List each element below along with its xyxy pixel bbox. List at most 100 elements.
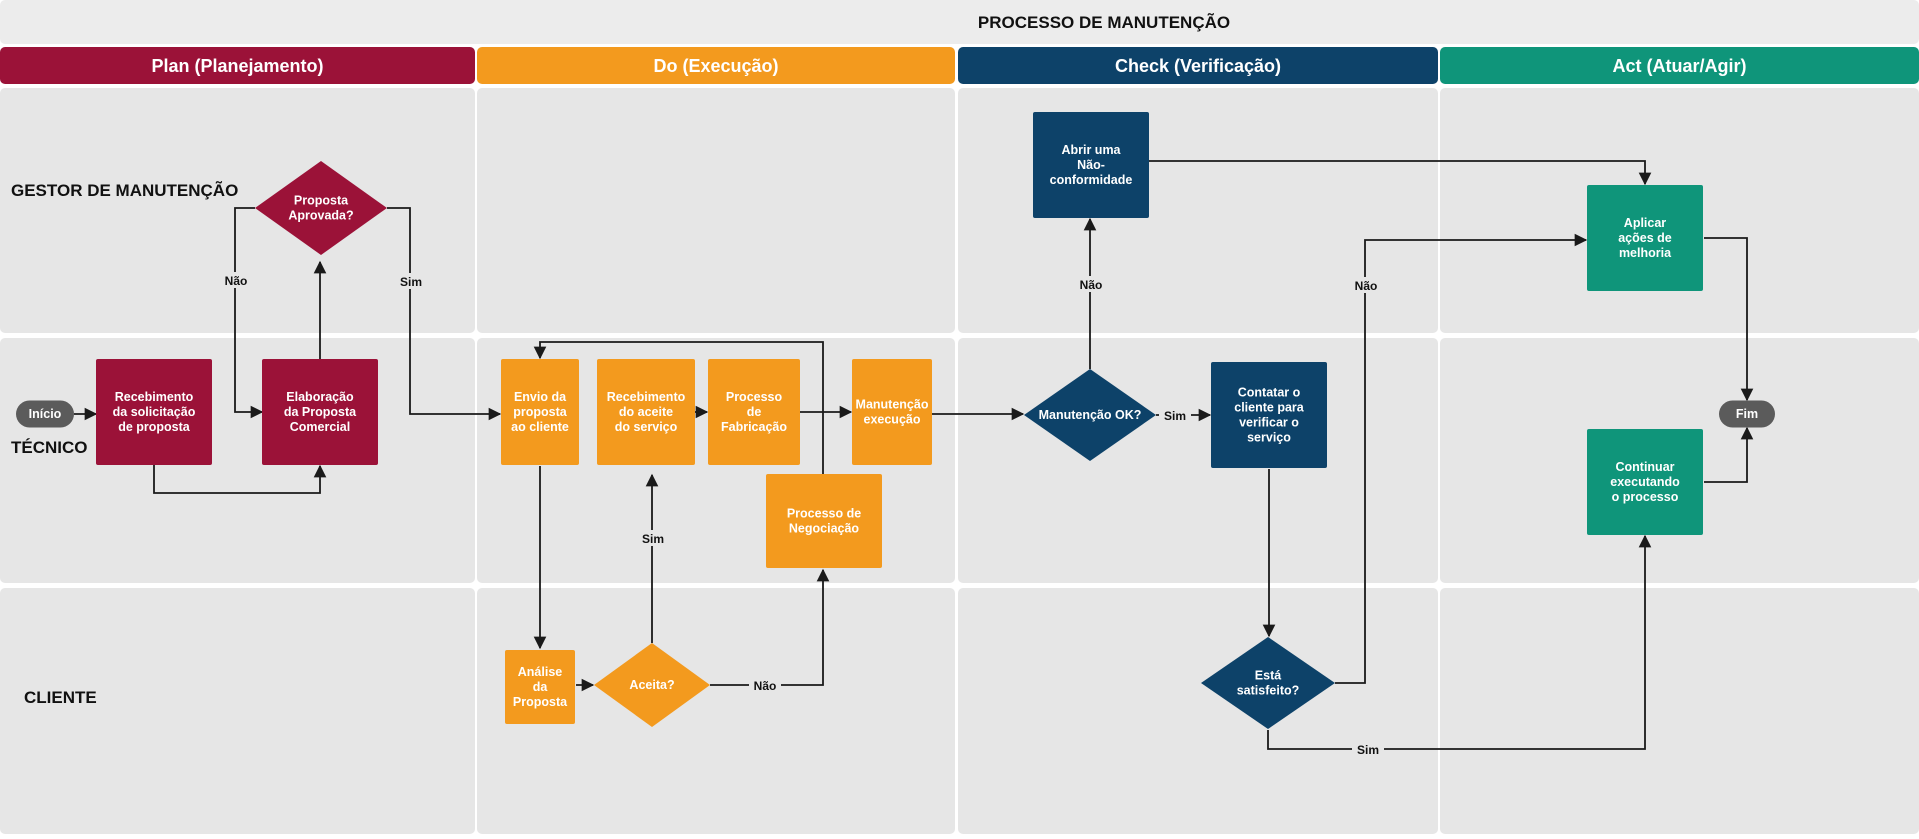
node-label: melhoria <box>1619 246 1672 260</box>
terminal-shape <box>1719 400 1775 428</box>
node-label: do aceite <box>619 405 673 419</box>
phase-header-bar <box>958 47 1438 84</box>
process-shape <box>96 359 212 465</box>
node-label: ações de <box>1618 231 1672 245</box>
terminal-shape <box>16 400 74 428</box>
edge-recebimento-solicitacao-to-elaboracao-proposta <box>153 464 327 494</box>
phase-label: Plan (Planejamento) <box>151 56 323 76</box>
lane-cell <box>958 588 1438 834</box>
edge-label: Não <box>225 274 248 288</box>
decision-shape <box>255 161 387 255</box>
edge-label-bg <box>1352 741 1384 757</box>
edge-continuar-executando-to-fim <box>1704 426 1754 483</box>
node-fim: Fim <box>1719 400 1775 428</box>
edge-manutencao-ok-to-abrir-nao-conformidade: Não <box>1075 217 1107 369</box>
edge-abrir-nao-conformidade-to-aplicar-acoes <box>1149 160 1652 186</box>
edge-label: Não <box>754 679 777 693</box>
node-label: Contatar o <box>1238 386 1301 400</box>
node-label: Envio da <box>514 390 567 404</box>
phase-header-bar <box>1440 47 1919 84</box>
phase-header-do: Do (Execução) <box>477 47 955 84</box>
edge-label: Não <box>1355 279 1378 293</box>
edge-label-bg <box>220 272 252 288</box>
node-label: Não- <box>1077 158 1105 172</box>
node-label: Manutenção <box>856 398 929 412</box>
node-aceita: Aceita? <box>594 643 710 727</box>
node-label: da Proposta <box>284 405 357 419</box>
node-label: Recebimento <box>115 390 194 404</box>
node-label: Negociação <box>789 522 860 536</box>
node-label: serviço <box>1247 431 1291 445</box>
edge-processo-negociacao-to-envio-proposta <box>533 341 824 474</box>
connector-arrow <box>710 568 830 686</box>
node-inicio: Início <box>16 400 74 428</box>
node-label: Início <box>29 407 62 421</box>
node-label: Proposta <box>294 194 349 208</box>
node-label: da solicitação <box>113 405 196 419</box>
node-label: o processo <box>1612 490 1679 504</box>
node-label: Proposta <box>513 695 568 709</box>
edge-aplicar-acoes-to-fim <box>1704 237 1754 402</box>
phase-label: Act (Atuar/Agir) <box>1613 56 1747 76</box>
node-label: Aprovada? <box>288 209 353 223</box>
node-label: Elaboração <box>286 390 354 404</box>
phase-label: Do (Execução) <box>653 56 778 76</box>
process-shape <box>1211 362 1327 468</box>
edge-label: Sim <box>1357 743 1379 757</box>
node-label: Processo <box>726 390 783 404</box>
decision-shape <box>1201 637 1335 729</box>
connector-arrow <box>1335 233 1588 684</box>
process-shape <box>1033 112 1149 218</box>
lane-cell <box>477 588 955 834</box>
node-label: Análise <box>518 665 563 679</box>
node-label: Aceita? <box>629 678 674 692</box>
node-label: ao cliente <box>511 420 569 434</box>
process-shape <box>1587 185 1703 291</box>
edge-label-bg <box>1350 277 1382 293</box>
lane-label-cliente: CLIENTE <box>24 688 97 707</box>
phase-header-act: Act (Atuar/Agir) <box>1440 47 1919 84</box>
node-label: de proposta <box>118 420 191 434</box>
connector-arrow <box>387 207 502 421</box>
node-label: Processo de <box>787 507 861 521</box>
phase-header-check: Check (Verificação) <box>958 47 1438 84</box>
edge-manutencao-ok-to-contatar-cliente: Sim <box>1156 407 1212 423</box>
diagram-title: PROCESSO DE MANUTENÇÃO <box>978 12 1230 32</box>
lane-cell <box>0 338 475 583</box>
node-label: de <box>747 405 762 419</box>
lane-label-tecnico: TÉCNICO <box>11 438 88 457</box>
edge-label: Sim <box>400 275 422 289</box>
lane-cell <box>477 88 955 333</box>
lane-cell <box>1440 588 1919 834</box>
node-label: Manutenção OK? <box>1039 408 1142 422</box>
node-label: da <box>533 680 549 694</box>
phase-header-bar <box>0 47 475 84</box>
lane-cell <box>958 338 1438 583</box>
edge-label: Sim <box>1164 409 1186 423</box>
process-shape <box>766 474 882 568</box>
lane-label-gestor-de-manutencao: GESTOR DE MANUTENÇÃO <box>11 180 238 200</box>
edge-label-bg <box>1075 276 1107 292</box>
node-label: cliente para <box>1234 401 1305 415</box>
node-label: Recebimento <box>607 390 686 404</box>
node-label: Aplicar <box>1624 216 1667 230</box>
edge-esta-satisfeito-to-continuar-executando: Sim <box>1267 534 1652 757</box>
phase-label: Check (Verificação) <box>1115 56 1281 76</box>
edge-label: Não <box>1080 278 1103 292</box>
edge-label: Sim <box>642 532 664 546</box>
connector-arrow <box>533 341 824 474</box>
lane-cell <box>958 88 1438 333</box>
phase-header-bar <box>477 47 955 84</box>
lane-cell <box>0 88 475 333</box>
edge-label-bg <box>1159 407 1191 423</box>
edge-label-bg <box>637 530 669 546</box>
process-shape <box>501 359 579 465</box>
